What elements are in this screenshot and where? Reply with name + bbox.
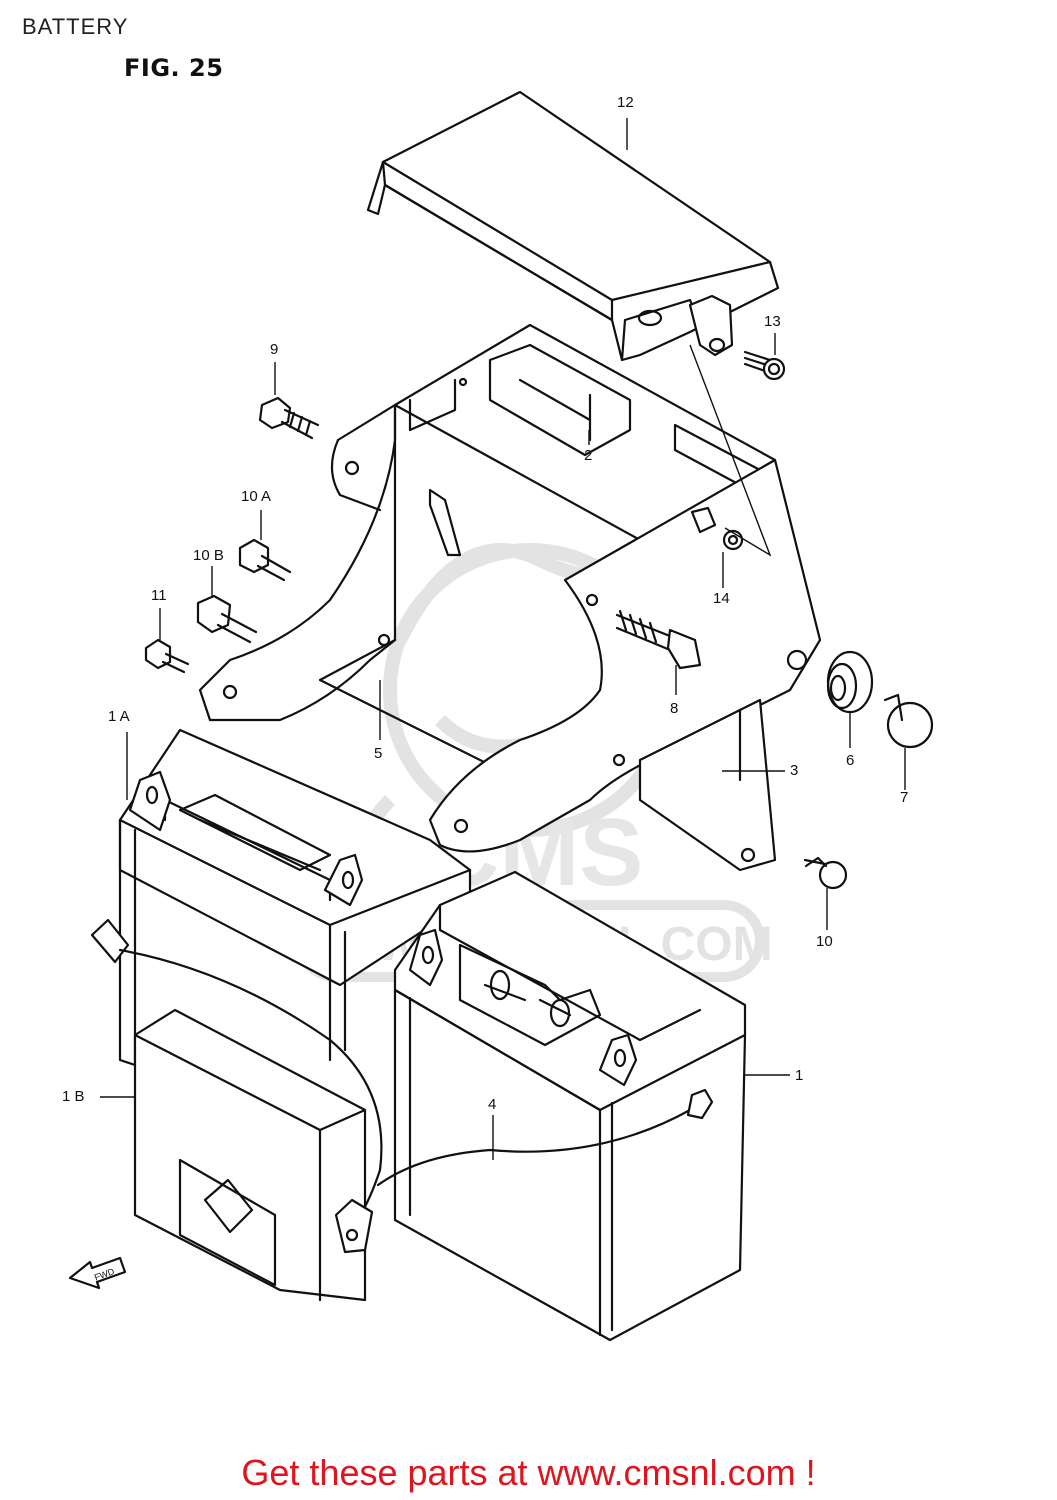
part-7-collar bbox=[883, 693, 934, 749]
callout-1: 1 bbox=[795, 1067, 804, 1084]
callout-7: 7 bbox=[900, 789, 909, 806]
part-11-bolt bbox=[144, 638, 190, 674]
callout-4: 4 bbox=[488, 1096, 497, 1113]
callout-9: 9 bbox=[270, 341, 279, 358]
part-10a-bolt bbox=[238, 538, 292, 582]
part-12-battery-cover bbox=[366, 90, 780, 362]
callout-1b: 1 B bbox=[62, 1088, 85, 1105]
figure-number: FIG. 25 bbox=[124, 54, 224, 82]
part-1-battery bbox=[393, 870, 747, 1342]
callout-13: 13 bbox=[764, 313, 781, 330]
callout-10b: 10 B bbox=[193, 547, 224, 564]
page-title: BATTERY bbox=[22, 14, 129, 39]
promo-link[interactable]: Get these parts at www.cmsnl.com ! bbox=[241, 1452, 816, 1493]
part-13-cover-screw bbox=[743, 350, 786, 381]
callout-6: 6 bbox=[846, 752, 855, 769]
part-10-bolt bbox=[803, 856, 848, 890]
callout-1a: 1 A bbox=[108, 708, 130, 725]
fwd-direction-arrow bbox=[68, 1256, 127, 1290]
part-3-bracket bbox=[638, 698, 777, 872]
part-6-grommet bbox=[826, 650, 874, 714]
callout-14: 14 bbox=[713, 590, 730, 607]
callout-2: 2 bbox=[584, 447, 593, 464]
part-8-bolt bbox=[615, 609, 702, 670]
callout-10: 10 bbox=[816, 933, 833, 950]
callout-8: 8 bbox=[670, 700, 679, 717]
part-10b-bolt bbox=[196, 594, 258, 644]
callout-12: 12 bbox=[617, 94, 634, 111]
part-1b-electrolyte-pack bbox=[133, 1008, 367, 1302]
part-1a-battery bbox=[118, 728, 472, 1067]
callout-3: 3 bbox=[790, 762, 799, 779]
part-4-battery-lead bbox=[90, 918, 714, 1254]
callout-10a: 10 A bbox=[241, 488, 272, 505]
part-9-bolt bbox=[258, 396, 320, 440]
leader-lines bbox=[100, 118, 906, 1160]
callout-11: 11 bbox=[151, 587, 167, 604]
callout-5: 5 bbox=[374, 745, 383, 762]
